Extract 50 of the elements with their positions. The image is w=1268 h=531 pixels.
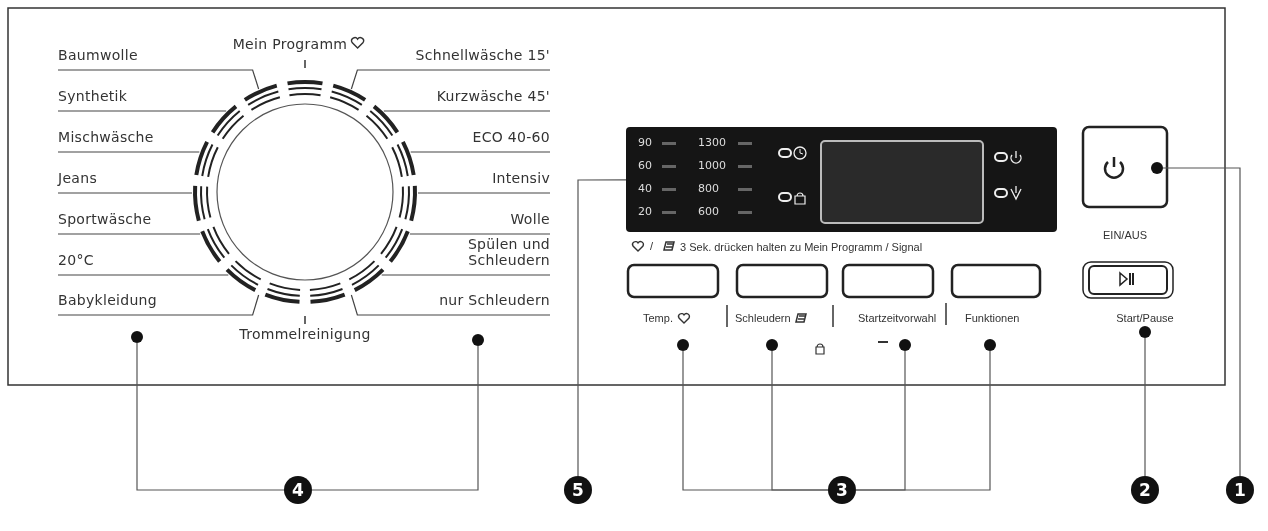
display-label: 90	[638, 136, 652, 149]
display-label: 1000	[698, 159, 726, 172]
leader-line	[855, 350, 991, 491]
leader-dot	[677, 339, 689, 351]
program-label: Jeans	[58, 170, 97, 187]
leader-line	[1162, 167, 1241, 477]
program-label: Wolle	[510, 211, 550, 228]
dial-label: Mein Programm	[232, 36, 348, 53]
program-label: Mischwäsche	[58, 129, 154, 146]
leader-dot	[131, 331, 143, 343]
display-label: 40	[638, 182, 652, 195]
dial-label: Trommelreinigung	[239, 326, 371, 343]
separator-slash: /	[650, 240, 654, 253]
leader-dot	[1139, 326, 1151, 338]
leader-dot	[766, 339, 778, 351]
display-label: 60	[638, 159, 652, 172]
program-label: Intensiv	[492, 170, 550, 187]
leader-dot	[472, 334, 484, 346]
program-label: Kurzwäsche 45'	[436, 88, 550, 105]
display-label: 600	[698, 205, 719, 218]
callout-number: 1	[1226, 476, 1254, 504]
display-label: 800	[698, 182, 719, 195]
leader-line	[136, 342, 285, 491]
program-label: Schnellwäsche 15'	[415, 47, 550, 64]
program-label: Baumwolle	[58, 47, 138, 64]
button-caption: Schleudern	[735, 312, 791, 325]
program-label: nur Schleudern	[439, 292, 550, 309]
display-panel	[626, 127, 1057, 232]
button-caption: Funktionen	[965, 312, 1020, 325]
program-label: 20°C	[58, 252, 94, 269]
display-label: 20	[638, 205, 652, 218]
leader-line	[771, 350, 829, 491]
lcd-screen	[820, 140, 984, 224]
leader-line	[311, 345, 479, 491]
button-caption: EIN/AUS	[1103, 229, 1147, 242]
leader-dot	[984, 339, 996, 351]
leader-line	[577, 179, 627, 477]
button-caption: Start/Pause	[1116, 312, 1174, 325]
callout-number: 5	[564, 476, 592, 504]
program-label: Sportwäsche	[58, 211, 152, 228]
leader-line	[1144, 337, 1146, 477]
callout-number: 2	[1131, 476, 1159, 504]
leader-dot	[899, 339, 911, 351]
callout-number: 4	[284, 476, 312, 504]
program-label: Spülen und Schleudern	[466, 236, 550, 269]
display-label: 1300	[698, 136, 726, 149]
button-caption: Startzeitvorwahl	[858, 312, 937, 325]
program-label: Synthetik	[58, 88, 128, 105]
program-label: ECO 40-60	[472, 129, 550, 146]
callout-number: 3	[828, 476, 856, 504]
